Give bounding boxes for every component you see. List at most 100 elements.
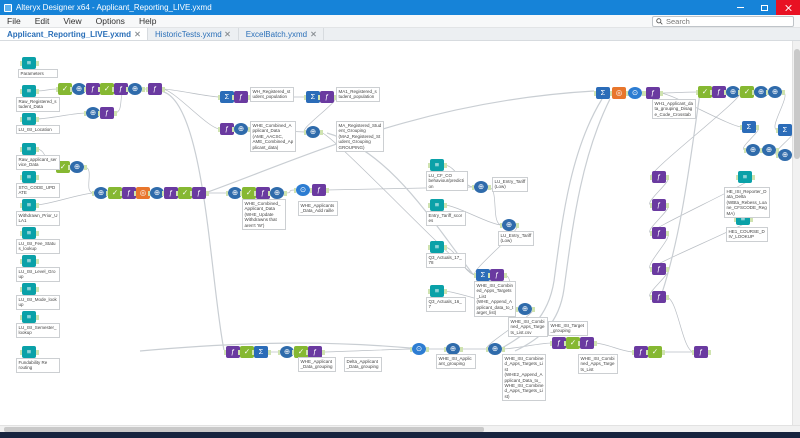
tool-annotation: Raw_applicant_service_Data bbox=[16, 155, 60, 170]
book-tool-icon[interactable]: ≡ bbox=[427, 199, 447, 211]
tool-annotation: Fundability Re routing bbox=[16, 358, 60, 373]
tab-close-icon[interactable] bbox=[310, 31, 316, 37]
tab-applicant-reporting[interactable]: Applicant_Reporting_LIVE.yxmd bbox=[0, 28, 149, 40]
horizontal-scrollbar-thumb[interactable] bbox=[4, 427, 484, 432]
tool-annotation: Delta_Applicant_Data_grouping bbox=[344, 357, 382, 372]
join-tool-icon[interactable]: ⊕ bbox=[775, 149, 792, 161]
book-tool-icon[interactable]: ≡ bbox=[735, 171, 755, 183]
book-tool-icon[interactable]: ≡ bbox=[427, 159, 447, 171]
join-tool-icon[interactable]: ⊕ bbox=[759, 144, 779, 156]
tab-close-icon[interactable] bbox=[225, 31, 231, 37]
tool-annotation: WHE_ISI_Target_grouping bbox=[548, 321, 588, 336]
book-tool-icon[interactable]: ≡ bbox=[19, 283, 39, 295]
search-input[interactable]: Search bbox=[652, 16, 794, 27]
join-tool-icon[interactable]: ⊕ bbox=[515, 303, 535, 315]
join-tool-icon[interactable]: ⊕ bbox=[67, 161, 87, 173]
tool-annotation: WHE_ISI_Combined_Apps_Targets_List (WHE2… bbox=[502, 354, 546, 402]
book-tool-icon[interactable]: ≡ bbox=[19, 85, 39, 97]
tool-annotation: Entry_Tariff_scores bbox=[426, 211, 466, 226]
book-tool-icon[interactable]: ≡ bbox=[19, 311, 39, 323]
tool-annotation: WHE_Applicant_Data_grouping bbox=[298, 357, 336, 372]
join-tool-icon[interactable]: ⊕ bbox=[303, 126, 323, 138]
tab-excel-batch[interactable]: ExcelBatch.yxmd bbox=[239, 28, 325, 40]
join-tool-icon[interactable]: ⊕ bbox=[125, 83, 145, 95]
book-tool-icon[interactable]: ≡ bbox=[19, 227, 39, 239]
join-tool-icon[interactable]: ⊕ bbox=[443, 343, 463, 355]
search-placeholder: Search bbox=[666, 17, 690, 26]
tool-annotation: WHE_Applicants_Data_Add raille bbox=[298, 201, 338, 216]
menu-help[interactable]: Help bbox=[138, 16, 157, 26]
menu-edit[interactable]: Edit bbox=[34, 16, 50, 26]
join-tool-icon[interactable]: ⊕ bbox=[231, 123, 251, 135]
book-tool-icon[interactable]: ≡ bbox=[427, 285, 447, 297]
join-tool-icon[interactable]: ⊕ bbox=[267, 187, 287, 199]
join-tool-icon[interactable]: ⊕ bbox=[765, 86, 785, 98]
vertical-scrollbar-thumb[interactable] bbox=[794, 49, 800, 159]
document-tab-bar: Applicant_Reporting_LIVE.yxmd HistoricTe… bbox=[0, 28, 800, 41]
menu-view[interactable]: View bbox=[63, 16, 82, 26]
formula-tool-icon[interactable]: ƒ bbox=[305, 346, 325, 358]
globe-tool-icon[interactable]: ⊙ bbox=[625, 87, 645, 99]
tool-annotation: STG_CODE_UPDATE bbox=[16, 183, 60, 198]
book-tool-icon[interactable]: ≡ bbox=[19, 143, 39, 155]
book-tool-icon[interactable]: ≡ bbox=[19, 346, 39, 358]
formula-tool-icon[interactable]: ƒ bbox=[487, 269, 507, 281]
tool-annotation: HE1_COURSE_DIV_LOOKUP bbox=[726, 227, 768, 242]
tool-annotation: MA_Registered_Student_Grouping (MA2_Regi… bbox=[336, 121, 384, 152]
close-button[interactable] bbox=[776, 0, 800, 15]
sum-tool-icon[interactable]: Σ bbox=[593, 87, 613, 99]
formula-tool-icon[interactable]: ƒ bbox=[189, 187, 209, 199]
tool-annotation: WHE_ISI_Combined_Apps_Targets_List (WHE_… bbox=[474, 281, 516, 318]
sum-tool-icon[interactable]: Σ bbox=[775, 124, 792, 136]
menu-file[interactable]: File bbox=[7, 16, 21, 26]
minimize-button[interactable] bbox=[728, 0, 752, 15]
formula-tool-icon[interactable]: ƒ bbox=[309, 184, 329, 196]
formula-tool-icon[interactable]: ƒ bbox=[317, 91, 337, 103]
book-tool-icon[interactable]: ≡ bbox=[19, 113, 39, 125]
app-icon bbox=[4, 3, 12, 12]
tool-annotation: WHE_ISI_Applicant_grouping bbox=[436, 354, 476, 369]
window-title: Alteryx Designer x64 - Applicant_Reporti… bbox=[16, 3, 212, 12]
tool-annotation: LU_Entry_Tariff (Low) bbox=[498, 231, 534, 246]
sum-tool-icon[interactable]: Σ bbox=[251, 346, 271, 358]
formula-tool-icon[interactable]: ƒ bbox=[649, 263, 669, 275]
join-tool-icon[interactable]: ⊕ bbox=[743, 144, 763, 156]
book-tool-icon[interactable]: ≡ bbox=[19, 57, 39, 69]
minimize-icon bbox=[736, 7, 744, 8]
tool-annotation: LU_ISI_Location bbox=[16, 125, 60, 135]
select-tool-icon[interactable]: ✓ bbox=[645, 346, 665, 358]
browse-tool-icon[interactable]: ◎ bbox=[609, 87, 629, 99]
tool-annotation: LU_CF_CO behaviour/prediction bbox=[426, 171, 468, 192]
formula-tool-icon[interactable]: ƒ bbox=[145, 83, 165, 95]
formula-tool-icon[interactable]: ƒ bbox=[649, 291, 669, 303]
formula-tool-icon[interactable]: ƒ bbox=[691, 346, 711, 358]
globe-tool-icon[interactable]: ⊙ bbox=[409, 343, 429, 355]
menu-options[interactable]: Options bbox=[95, 16, 125, 26]
maximize-button[interactable] bbox=[752, 0, 776, 15]
book-tool-icon[interactable]: ≡ bbox=[19, 171, 39, 183]
book-tool-icon[interactable]: ≡ bbox=[427, 241, 447, 253]
formula-tool-icon[interactable]: ƒ bbox=[649, 199, 669, 211]
book-tool-icon[interactable]: ≡ bbox=[19, 255, 39, 267]
tool-annotation: LU_Entry_Tariff (Low) bbox=[492, 177, 528, 192]
join-tool-icon[interactable]: ⊕ bbox=[471, 181, 491, 193]
join-tool-icon[interactable]: ⊕ bbox=[499, 219, 519, 231]
tool-annotation: WHE_Combined_Applicant_Data (AME_AACSC, … bbox=[250, 121, 296, 152]
tab-historic-tests[interactable]: HistoricTests.yxmd bbox=[148, 28, 239, 40]
formula-tool-icon[interactable]: ƒ bbox=[97, 107, 117, 119]
tool-annotation: LU_ISI_Mode_lookup bbox=[16, 295, 60, 310]
formula-tool-icon[interactable]: ƒ bbox=[649, 227, 669, 239]
tab-label: Applicant_Reporting_LIVE.yxmd bbox=[7, 29, 132, 39]
globe-tool-icon[interactable]: ⊙ bbox=[293, 184, 313, 196]
book-tool-icon[interactable]: ≡ bbox=[19, 199, 39, 211]
tab-close-icon[interactable] bbox=[134, 31, 140, 37]
sum-tool-icon[interactable]: Σ bbox=[739, 121, 759, 133]
formula-tool-icon[interactable]: ƒ bbox=[577, 337, 597, 349]
formula-tool-icon[interactable]: ƒ bbox=[649, 171, 669, 183]
tool-annotation: Parameters bbox=[18, 69, 58, 79]
formula-tool-icon[interactable]: ƒ bbox=[643, 87, 663, 99]
menu-bar: File Edit View Options Help Search bbox=[0, 15, 800, 28]
join-tool-icon[interactable]: ⊕ bbox=[485, 343, 505, 355]
formula-tool-icon[interactable]: ƒ bbox=[231, 91, 251, 103]
